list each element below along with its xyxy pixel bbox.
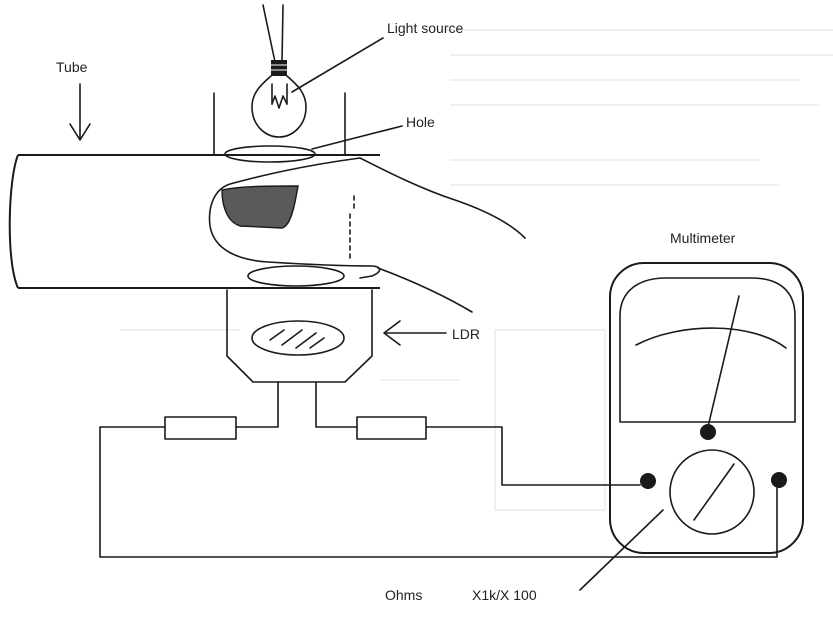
top-hole — [224, 145, 316, 163]
ldr-housing — [226, 289, 373, 383]
range-leader — [579, 509, 664, 591]
resistor-right — [356, 416, 427, 440]
circuit-wires — [99, 381, 778, 558]
tube — [8, 154, 380, 289]
terminal-left — [640, 473, 656, 489]
hole-leader — [311, 125, 403, 150]
bottom-hole — [247, 265, 345, 287]
light-source-label: Light source — [387, 20, 463, 36]
background-bleed-through — [120, 29, 833, 511]
hole-label: Hole — [406, 114, 435, 130]
multimeter — [609, 262, 804, 554]
multimeter-label: Multimeter — [670, 230, 736, 246]
tube-label: Tube — [56, 59, 88, 75]
ldr-arrow — [383, 320, 447, 346]
ohms-label: Ohms — [385, 587, 422, 603]
finger — [208, 157, 526, 313]
light-bulb — [251, 4, 307, 138]
resistor-left — [164, 416, 237, 440]
light-source-leader — [291, 37, 384, 93]
tube-arrow — [69, 83, 91, 141]
terminal-right — [771, 472, 787, 488]
ldr-label: LDR — [452, 326, 480, 342]
range-label: X1k/X 100 — [472, 587, 537, 603]
